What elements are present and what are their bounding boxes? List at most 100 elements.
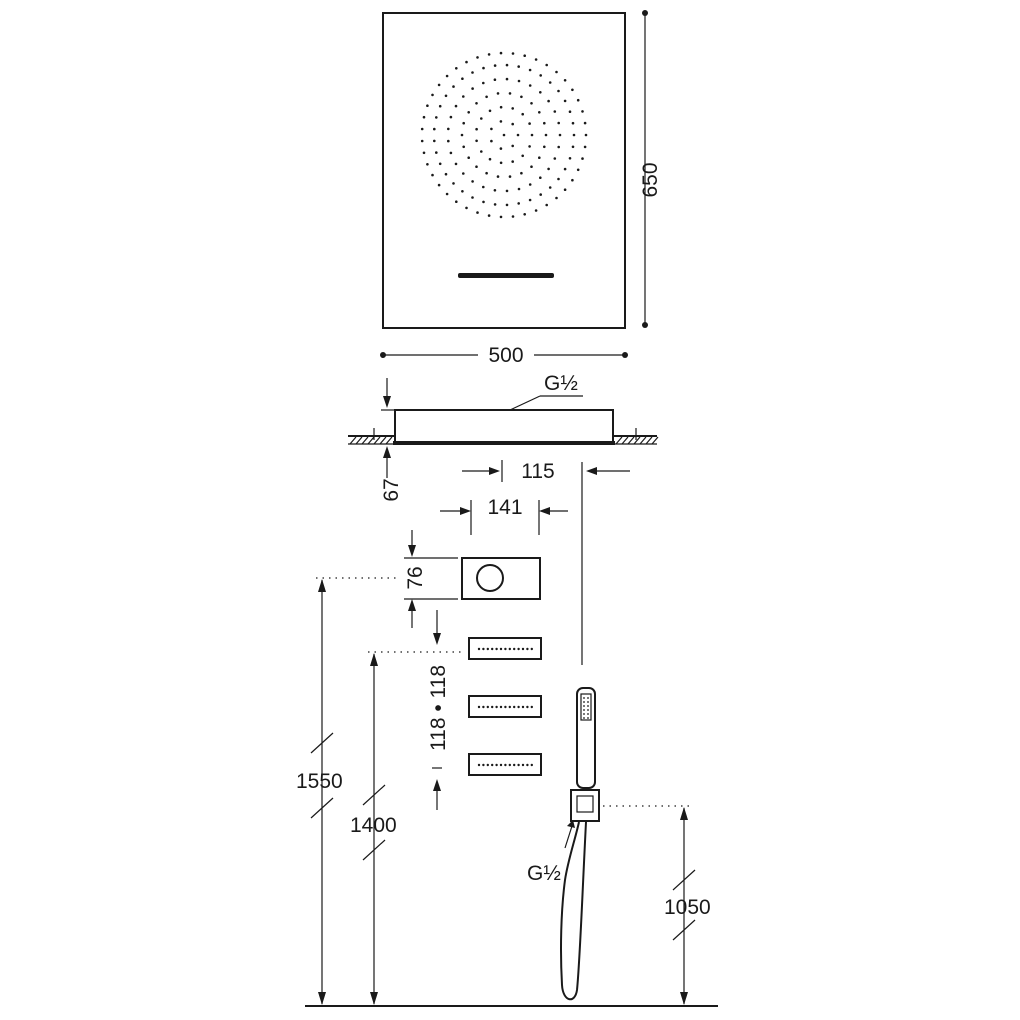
nozzle-dot [520,171,523,175]
hand-shower-handle [576,687,596,789]
body-jet-nozzle [482,705,485,709]
nozzle-dot [490,127,493,131]
nozzle-dot [499,147,503,150]
body-jet-nozzle [491,705,494,709]
nozzle-dot [454,104,458,108]
nozzle-dot [508,175,512,178]
nozzle-dot [445,192,449,196]
body-jet-nozzle [526,705,529,709]
dimension-label-650: 650 [639,162,662,197]
nozzle-dot [471,196,474,199]
nozzle-dot [482,66,485,70]
nozzle-dot [538,156,541,159]
dimension-label-500: 500 [488,344,523,367]
nozzle-pattern [420,51,588,219]
body-jet [468,753,542,776]
body-jet-nozzle [486,705,489,709]
hand-shower-bracket [570,789,600,822]
nozzle-dot [528,68,532,72]
nozzle-dot [435,116,438,119]
dimension-label-115: 115 [521,460,554,483]
nozzle-dot [449,115,453,119]
hatch-line [633,436,641,445]
nozzle-dot [528,183,532,186]
hand-shower-nozzle [583,709,585,711]
nozzle-dot [530,102,533,105]
nozzle-dot [553,110,557,113]
hatch-line [355,436,363,445]
body-jet-nozzle [504,763,507,767]
hatch-line [349,436,357,445]
body-jet-nozzle [513,763,516,767]
nozzle-dot [538,111,541,114]
body-jet-nozzle [530,763,533,767]
dimension-depth-67: 67 [380,378,403,502]
nozzle-dot [485,95,488,99]
nozzle-dot [517,187,521,191]
body-jet-nozzle [477,647,481,651]
nozzle-dot [539,74,542,77]
nozzle-dot [485,171,488,175]
dimension-label-141: 141 [487,496,522,519]
hand-shower-nozzle [583,717,585,719]
nozzle-dot [571,145,575,149]
nozzle-dot [545,203,548,207]
body-jet-nozzle [477,763,481,767]
nozzle-dot [496,175,500,178]
nozzle-dot [528,198,532,202]
body-jet-nozzle [517,763,520,767]
nozzle-dot [420,127,424,131]
nozzle-dot [544,133,548,137]
nozzle-dot [438,104,442,108]
nozzle-dot [571,178,574,182]
dimension-label-118-118: 118 • 118 [427,665,450,751]
nozzle-dot [422,115,426,119]
nozzle-dot [553,157,557,160]
hatch-line [627,436,635,445]
nozzle-dot [557,89,560,93]
nozzle-dot [511,160,514,163]
nozzle-dot [539,91,542,94]
nozzle-dot [517,79,521,83]
body-jet-nozzle [477,705,481,709]
ceiling-hatching [349,436,659,445]
hatch-line [651,436,659,445]
nozzle-dot [488,109,492,113]
nozzle-dot [447,139,450,143]
nozzle-dot [499,120,503,123]
nozzle-dot [447,127,450,131]
nozzle-dot [487,53,491,56]
inlet-label-top: G½ [544,372,578,395]
nozzle-dot [530,133,534,137]
inlet-label-hand: G½ [527,862,561,885]
shower-face-plate [393,441,615,445]
dimension-height-1050: 1050 [603,805,711,1005]
body-jet-nozzle [521,647,525,651]
dimension-height-1550: 1550 [296,577,400,1005]
hatch-line [621,436,629,445]
nozzle-dot [444,172,448,176]
nozzle-dot [488,157,492,161]
nozzle-dot [431,93,434,97]
dimension-height-76: 76 [404,530,458,628]
dimension-height-1400: 1400 [350,651,465,1005]
nozzle-dot [438,162,442,166]
dimension-label-67: 67 [380,478,403,501]
nozzle-dot [528,122,531,125]
hand-shower-nozzle [587,709,589,711]
overhead-shower-plate [382,12,626,329]
hand-shower-hose [560,821,587,1001]
dimension-label-76: 76 [404,566,427,589]
nozzle-dot [517,65,520,68]
nozzle-dot [548,186,552,189]
nozzle-dot [475,102,478,105]
shower-body-section [394,409,614,444]
nozzle-dot [571,88,574,92]
nozzle-dot [475,165,478,168]
nozzle-dot [455,67,458,70]
nozzle-dot [571,121,575,125]
hand-shower-nozzle [587,701,589,703]
nozzle-dot [547,99,550,103]
nozzle-dot [557,177,560,181]
nozzle-dot [534,58,538,61]
